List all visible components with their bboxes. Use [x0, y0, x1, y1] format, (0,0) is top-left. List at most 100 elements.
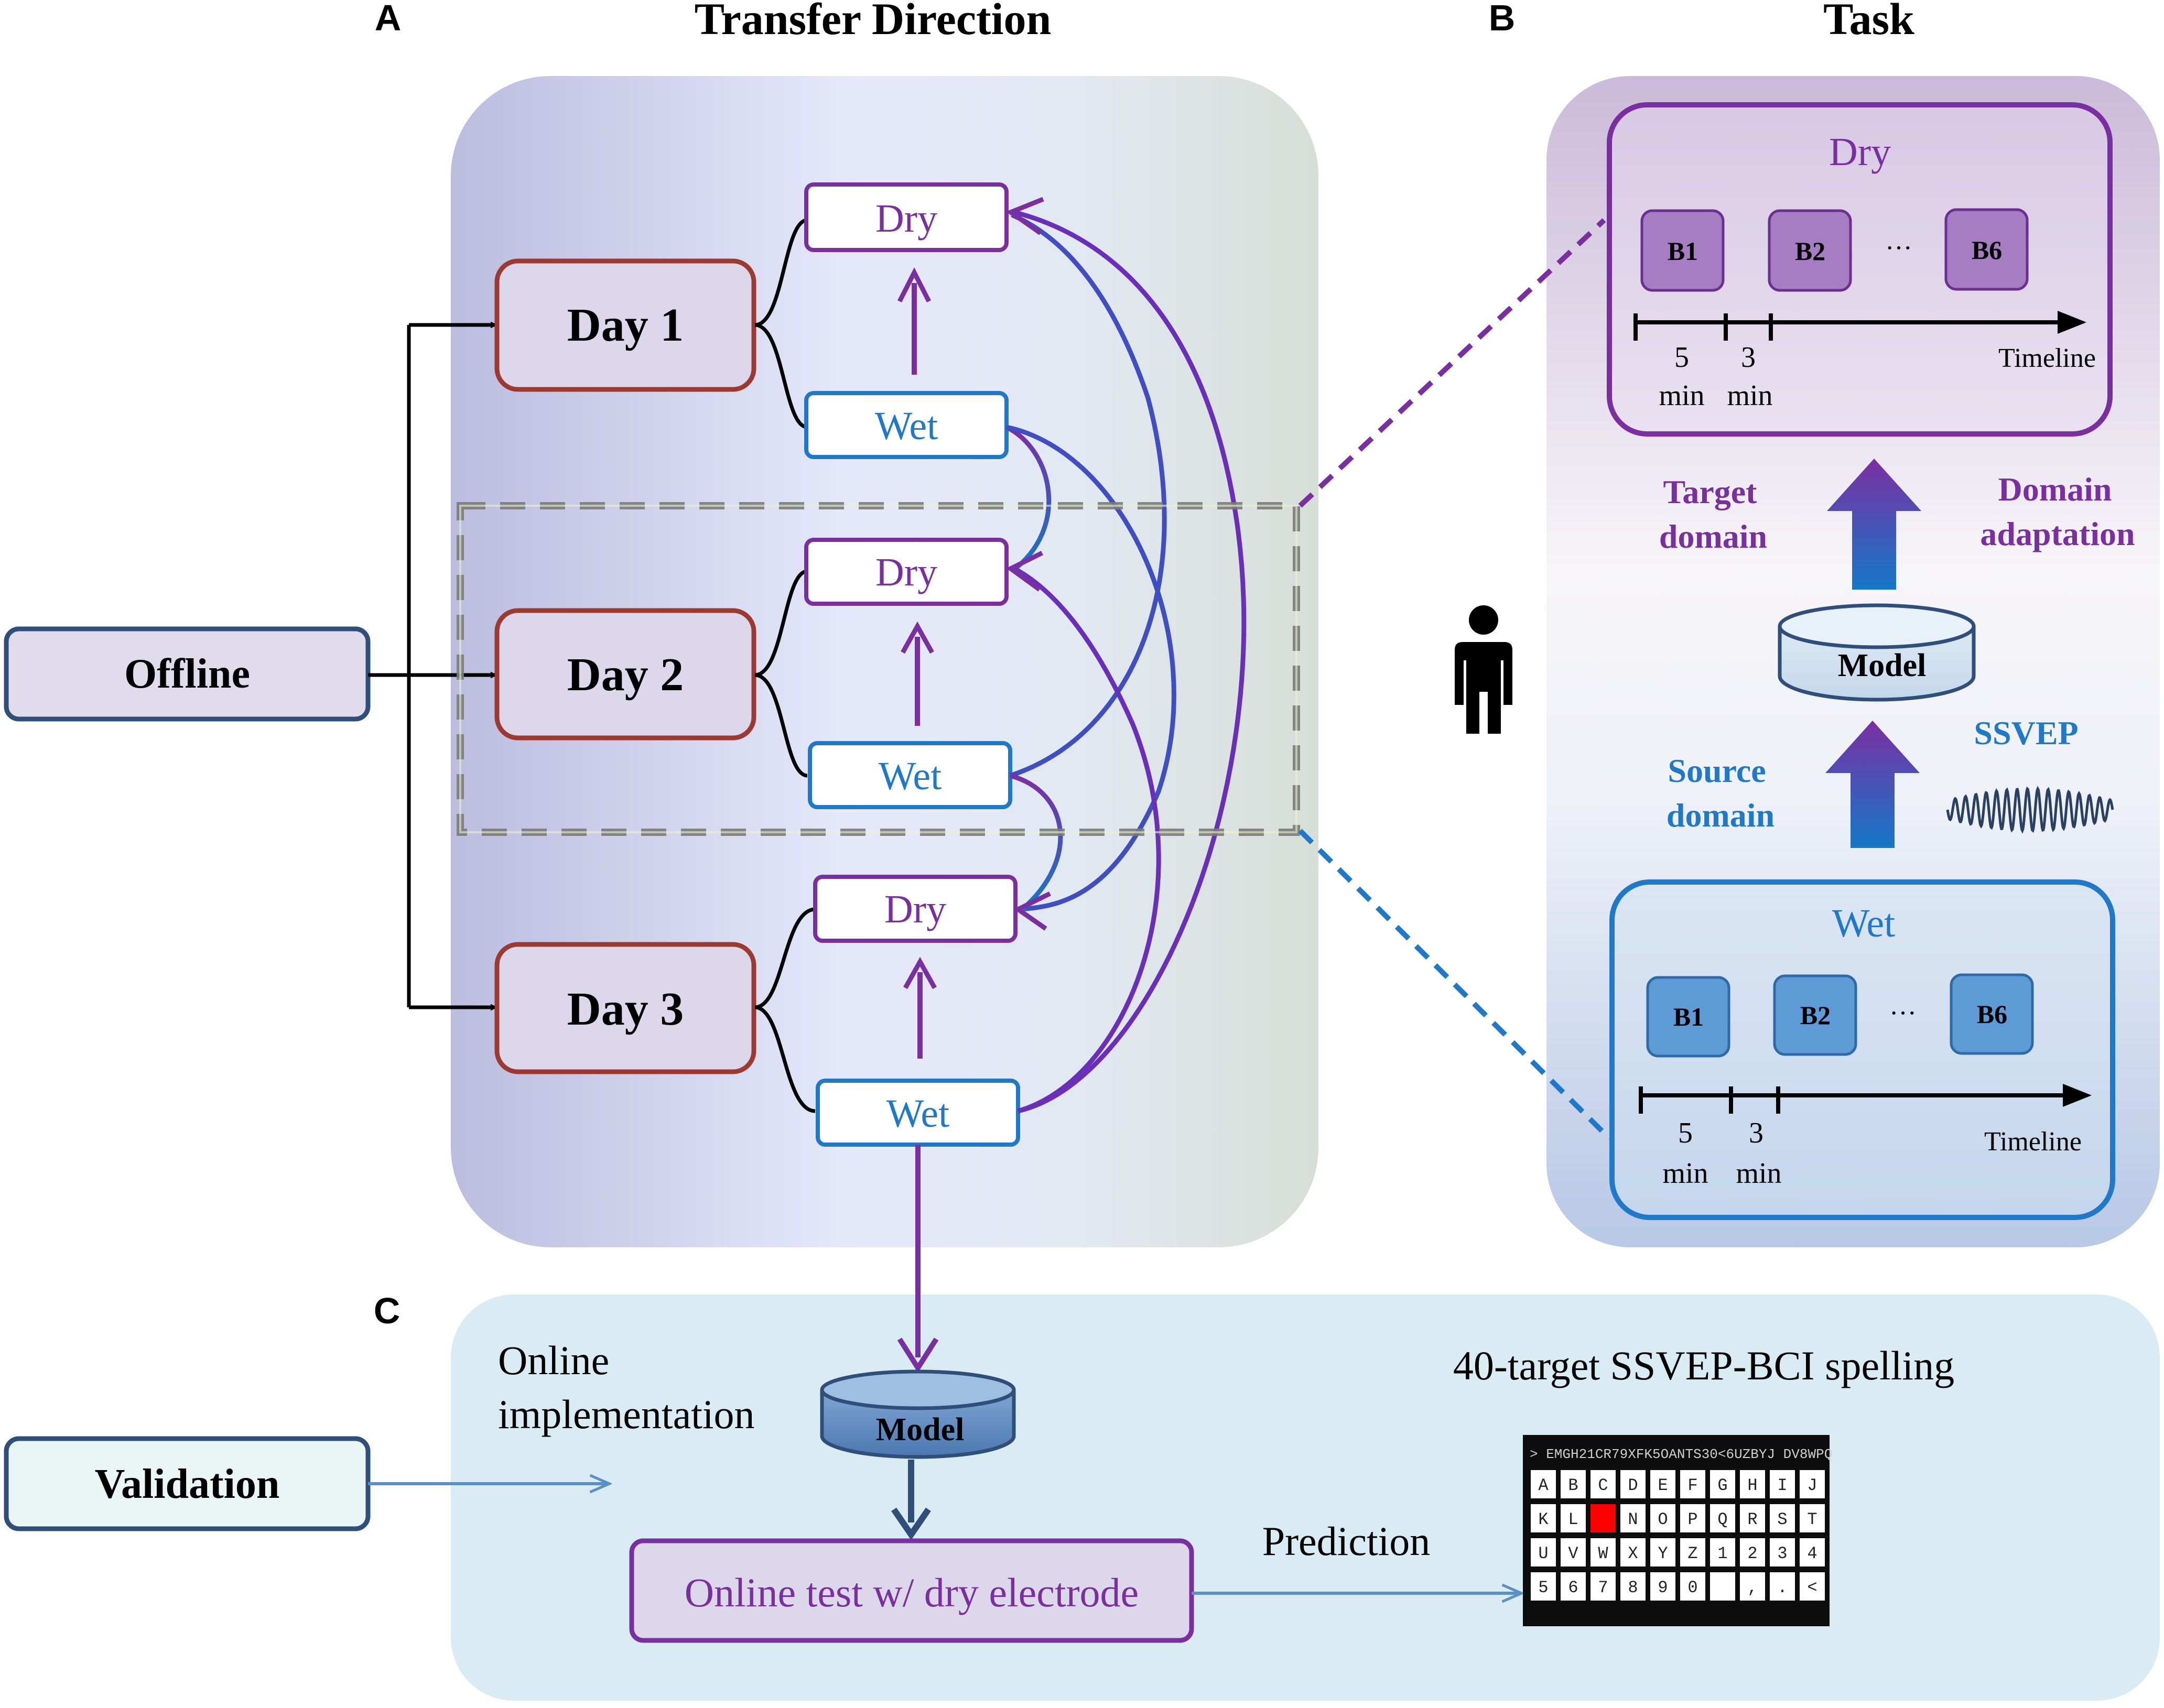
panel-a-header: A Transfer Direction [375, 0, 1052, 44]
model-to-test-head [891, 1507, 931, 1540]
dry-label-day-2: Dry [875, 550, 937, 594]
speller-key-label: . [1777, 1578, 1787, 1597]
speller-key [1620, 1504, 1646, 1532]
prediction-label: Prediction [1262, 1518, 1431, 1564]
speller-key-label: K [1538, 1510, 1549, 1529]
wet-tick-5: 5 [1678, 1117, 1693, 1149]
task-model-label: Model [1838, 648, 1927, 683]
speller-key-label: 5 [1538, 1578, 1548, 1597]
speller-key-label: 8 [1628, 1578, 1638, 1597]
speller-key [1740, 1538, 1765, 1566]
wet-task-frame [1609, 879, 2115, 1220]
speller-key [1531, 1504, 1556, 1532]
speller-key-label: 7 [1598, 1578, 1608, 1597]
panel-c-letter: C [374, 1290, 401, 1331]
speller-key-label: W [1598, 1544, 1608, 1563]
day-braces [754, 218, 816, 1113]
speller-key-label: , [1747, 1578, 1757, 1597]
day-3: Day 3 [494, 942, 756, 1074]
online-implementation-line1: Online [498, 1337, 609, 1383]
speller-key [1620, 1538, 1646, 1566]
speller-key-label: G [1717, 1476, 1727, 1495]
speller-key [1680, 1470, 1705, 1498]
speller-key-label: U [1538, 1544, 1548, 1563]
speller-key-label: 4 [1807, 1544, 1817, 1563]
validation-label: Validation [95, 1461, 280, 1507]
wet-unit-1: min [1662, 1157, 1708, 1190]
speller-key-highlighted [1590, 1504, 1616, 1532]
speller-key-label: A [1538, 1476, 1549, 1495]
dry-label-day-3: Dry [884, 887, 946, 931]
speller-key-label: J [1807, 1476, 1817, 1495]
source-domain-line1: Source [1668, 752, 1766, 789]
dry-block-b6 [1944, 208, 2029, 291]
speller-key [1770, 1470, 1795, 1498]
speller-key [1710, 1572, 1735, 1601]
within-day-arrows [897, 267, 937, 1059]
online-model: Model [820, 1369, 1016, 1459]
speller-key [1561, 1470, 1586, 1498]
offline-group: Offline [4, 325, 495, 1007]
speller-key [1800, 1538, 1825, 1566]
speller-key-label: N [1628, 1510, 1638, 1529]
curve-wet1-to-dry3 [1006, 425, 1176, 912]
wet-label-day-3: Wet [886, 1092, 950, 1136]
day-2-box [494, 608, 756, 741]
speller-key [1620, 1572, 1646, 1601]
speller-key-label: Z [1687, 1544, 1697, 1563]
speller-key-label: L [1568, 1510, 1578, 1529]
speller-key-label: 0 [1687, 1578, 1697, 1597]
curve-wet3-to-dry2 [1013, 567, 1161, 1114]
speller-key-label: 6 [1568, 1578, 1578, 1597]
day-1: Day 1 [494, 258, 756, 392]
speller-key-label: 9 [1658, 1578, 1668, 1597]
dry-timeline-arrowhead [2058, 311, 2086, 334]
dry-box-day-2 [804, 538, 1009, 606]
day-1-label: Day 1 [567, 299, 684, 351]
day-3-electrodes: Dry Wet [813, 875, 1020, 1147]
dry-block-b2-label: B2 [1795, 236, 1825, 266]
speller-key-label: V [1568, 1544, 1578, 1563]
dry-block-b1 [1640, 209, 1725, 292]
day-3-box [494, 942, 756, 1074]
speller-key [1650, 1538, 1675, 1566]
speller-key [1770, 1504, 1795, 1532]
speller-key [1590, 1572, 1616, 1601]
wet-block-b6-label: B6 [1977, 999, 2007, 1029]
speller-title: 40-target SSVEP-BCI spelling [1453, 1343, 1954, 1388]
dry-block-ellipsis: ··· [1885, 233, 1912, 263]
speller-key [1800, 1572, 1825, 1601]
speller-key [1590, 1470, 1616, 1498]
speller-key-label: 3 [1777, 1544, 1787, 1563]
dry-block-b2 [1768, 209, 1852, 292]
speller-key [1590, 1538, 1616, 1566]
wet-block-b1-label: B1 [1673, 1002, 1704, 1031]
target-domain-line2: domain [1659, 518, 1767, 555]
speller-key-label: F [1687, 1476, 1697, 1495]
curve-wet2-to-dry1 [1009, 212, 1167, 778]
speller-key [1531, 1572, 1556, 1601]
wet-unit-2: min [1736, 1157, 1781, 1190]
dry-unit-1: min [1659, 379, 1704, 412]
offline-label: Offline [124, 651, 250, 697]
wet-box-day-1 [804, 391, 1009, 459]
speller-key-label: Y [1658, 1544, 1668, 1563]
source-up-arrow [1825, 721, 1920, 848]
speller-key [1740, 1572, 1765, 1601]
wet-task-box: Wet B1 B2 ··· B6 5 3 min min Timeline [1609, 879, 2115, 1220]
dry-task-frame [1607, 102, 2113, 437]
curve-wet3-to-dry1 [1013, 210, 1247, 1114]
dry-unit-2: min [1727, 379, 1772, 412]
day-2-highlight-glow [459, 505, 1297, 833]
speller-key-label: T [1807, 1510, 1817, 1529]
day-2-electrodes: Dry Wet [804, 538, 1012, 809]
speller-key-label: B [1568, 1476, 1578, 1495]
speller-key-label: S [1777, 1510, 1787, 1529]
dry-timeline [1633, 313, 2071, 341]
dry-block-b6-label: B6 [1972, 235, 2002, 265]
offline-branch-lines [368, 325, 411, 1007]
dry-task-title: Dry [1829, 130, 1891, 174]
connector-to-wet-task [1298, 829, 1611, 1140]
speller-key-label: D [1628, 1476, 1638, 1495]
domain-adaptation-line2: adaptation [1980, 515, 2135, 552]
